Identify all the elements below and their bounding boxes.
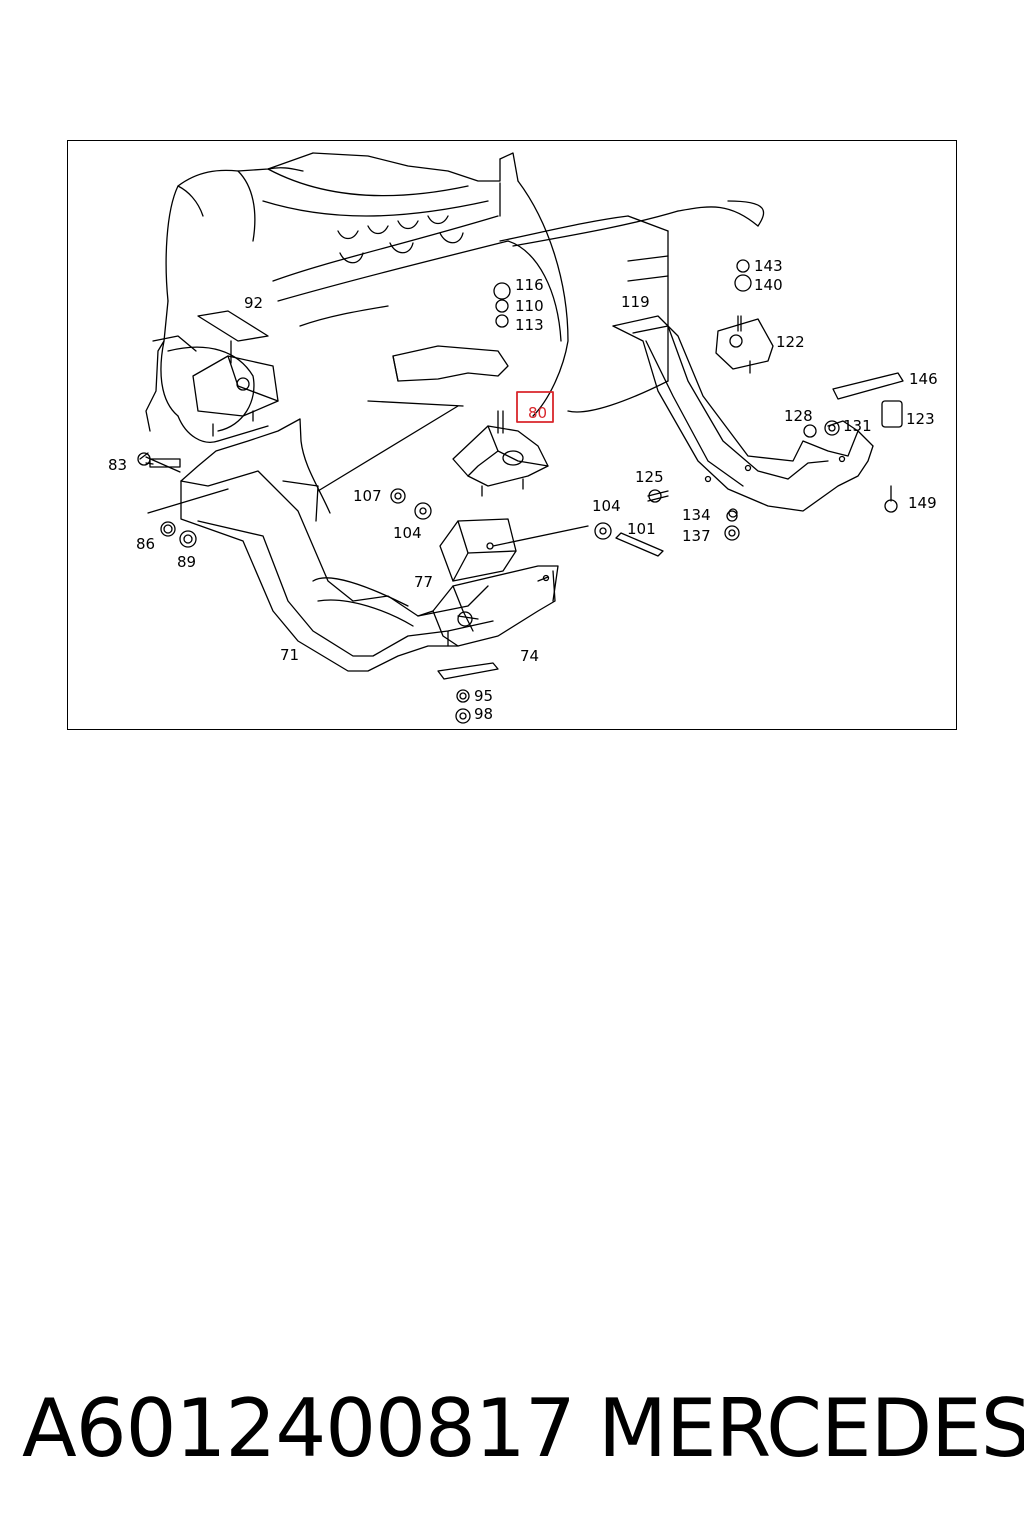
callout-80: 80 xyxy=(528,404,547,422)
callout-122: 122 xyxy=(776,333,805,351)
callout-123: 123 xyxy=(906,410,935,428)
callout-98: 98 xyxy=(474,705,493,723)
callout-104-left: 104 xyxy=(393,524,422,542)
engine-mount-drawing xyxy=(317,345,549,520)
callout-92: 92 xyxy=(244,294,263,312)
callout-71: 71 xyxy=(280,646,299,664)
crossmember-drawing xyxy=(137,418,559,724)
callout-119: 119 xyxy=(621,293,650,311)
parts-diagram-frame: 92 116 110 113 80 119 143 140 122 146 12… xyxy=(67,140,957,730)
callout-77: 77 xyxy=(414,573,433,591)
rear-crossmember-drawing xyxy=(612,259,904,518)
callout-104-right: 104 xyxy=(592,497,621,515)
callout-107: 107 xyxy=(353,487,382,505)
callout-86: 86 xyxy=(136,535,155,553)
callout-110: 110 xyxy=(515,297,544,315)
callout-137: 137 xyxy=(682,527,711,545)
footer-caption: A6012400817 MERCEDES xyxy=(0,1368,1024,1488)
front-mount-bracket-drawing xyxy=(192,310,279,437)
part-number: A6012400817 xyxy=(22,1381,576,1475)
callout-116: 116 xyxy=(515,276,544,294)
brand-name: MERCEDES xyxy=(598,1381,1024,1475)
callout-113: 113 xyxy=(515,316,544,334)
callout-143: 143 xyxy=(754,257,783,275)
callout-134: 134 xyxy=(682,506,711,524)
callout-149: 149 xyxy=(908,494,937,512)
callout-89: 89 xyxy=(177,553,196,571)
callout-83: 83 xyxy=(108,456,127,474)
callout-146: 146 xyxy=(909,370,938,388)
engine-mount-diagram: 92 116 110 113 80 119 143 140 122 146 12… xyxy=(108,152,938,724)
engine-block-drawing xyxy=(145,152,765,443)
callout-74: 74 xyxy=(520,647,539,665)
callout-140: 140 xyxy=(754,276,783,294)
callout-131: 131 xyxy=(843,417,872,435)
callout-101: 101 xyxy=(627,520,656,538)
callout-95: 95 xyxy=(474,687,493,705)
transmission-mount-drawing xyxy=(439,182,740,582)
highlight-box xyxy=(516,391,554,423)
callout-125: 125 xyxy=(635,468,664,486)
callout-128: 128 xyxy=(784,407,813,425)
callout-labels: 92 116 110 113 80 119 143 140 122 146 12… xyxy=(108,257,938,723)
